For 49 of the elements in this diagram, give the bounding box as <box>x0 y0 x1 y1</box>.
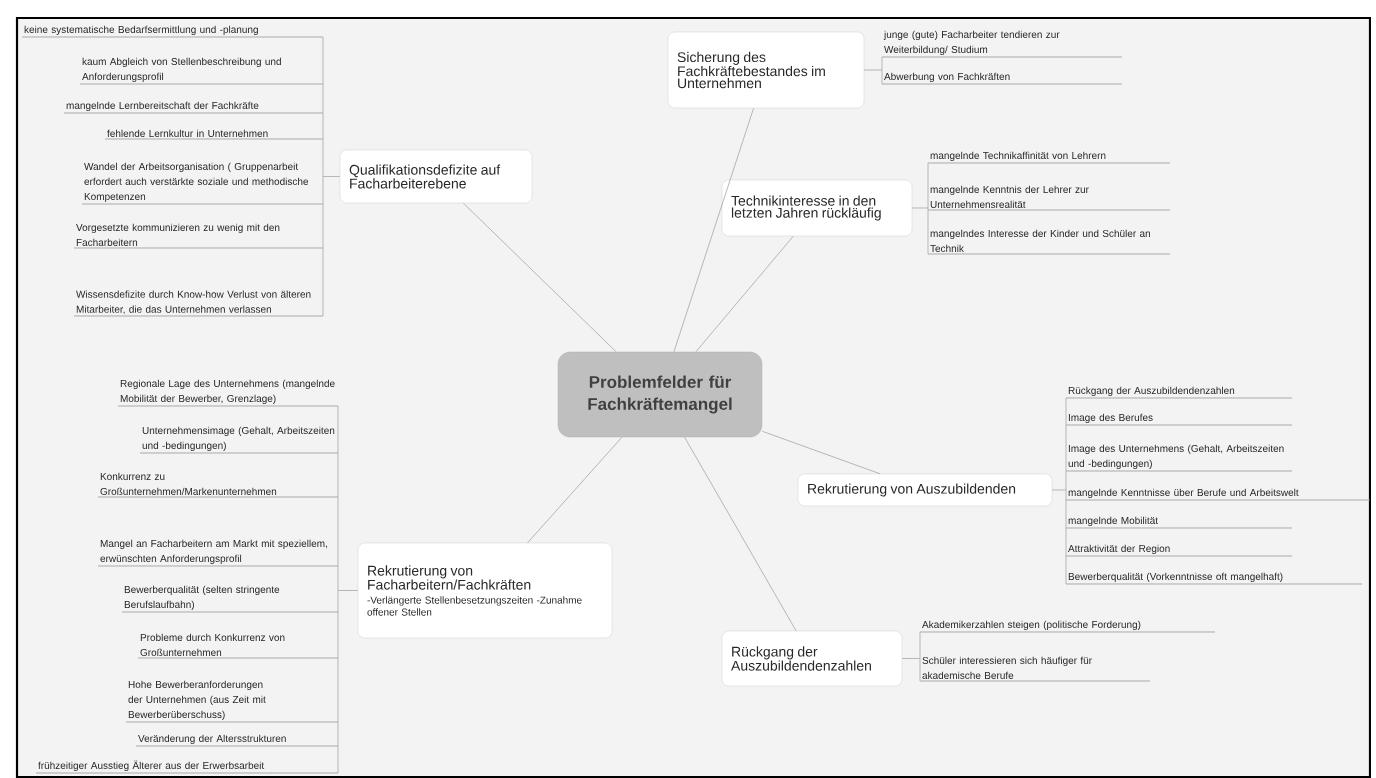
underlined-subtopic: Mangel an Facharbeitern am Markt mit speziellem, erwünschten Anforderungsprofil <box>97 539 339 567</box>
underlined-subtopic: Image des Unternehmens (Gehalt, Arbeitszeiten und -bedingungen) <box>1065 444 1293 472</box>
topic-box: Rekrutierung von Auszubildenden <box>797 473 1053 507</box>
branch-line <box>901 631 921 682</box>
underlined-subtopic: Image des Berufes <box>1065 413 1293 426</box>
underlined-subtopic: Akademikerzahlen steigen (politische Forderung) <box>919 620 1216 633</box>
branch-line <box>863 56 883 85</box>
underlined-subtopic: Attraktivität der Region <box>1065 544 1293 557</box>
branch-line <box>695 235 794 353</box>
branch-line <box>322 36 341 317</box>
branch-line <box>673 107 755 353</box>
underlined-subtopic: Veränderung der Altersstrukturen <box>135 734 339 747</box>
underlined-subtopic: keine systematische Bedarfsermittlung und -planung <box>21 25 324 38</box>
underlined-subtopic: Hohe Bewerberanforderungen der Unternehmen (aus Zeit mit Bewerberüberschuss) <box>125 680 339 723</box>
branch-line <box>911 162 929 255</box>
underlined-subtopic: Probleme durch Konkurrenz von Großunternehmen <box>137 633 339 659</box>
topic-box: Qualifikationsdefizite auf Facharbeiterebene <box>339 149 533 204</box>
branch-line <box>337 405 359 774</box>
underlined-subtopic: fehlende Lernkultur in Unternehmen <box>104 129 324 140</box>
topic-box: Technikinteresse in den letzten Jahren rückläufig <box>721 179 913 237</box>
underlined-subtopic: Rückgang der Auszubildendenzahlen <box>1065 386 1293 399</box>
underlined-subtopic: mangelnde Lernbereitschaft der Fachkräfte <box>63 101 324 114</box>
branch-line <box>684 436 797 632</box>
topic-box: Rekrutierung von Facharbeitern/Fachkräften -Verlängerte Stellenbesetzungszeiten -Zunahme offener Stellen <box>357 542 613 639</box>
underlined-subtopic: Unternehmensimage (Gehalt, Arbeitszeiten und -bedingungen) <box>139 426 339 454</box>
underlined-subtopic: mangelnde Technikaffinität von Lehrern <box>927 151 1171 164</box>
branch-line <box>761 430 881 475</box>
underlined-subtopic: Abwerbung von Fachkräften <box>881 72 1123 85</box>
branch-line <box>1051 397 1067 585</box>
branch-line <box>462 202 617 353</box>
underlined-subtopic: junge (gute) Facharbeiter tendieren zur Weiterbildung/ Studium <box>881 30 1123 58</box>
central-topic-box: Problemfelder für Fachkräftemangel <box>557 351 763 438</box>
underlined-subtopic: Regionale Lage des Unternehmens (mangelnde Mobilität der Bewerber, Grenzlage) <box>117 379 339 407</box>
underlined-subtopic: Wandel der Arbeitsorganisation ( Gruppenarbeit erfordert auch verstärkte soziale und methodische Kompetenzen <box>81 162 324 205</box>
underlined-subtopic: frühzeitiger Ausstieg Älterer aus der Erwerbsarbeit <box>35 760 339 774</box>
underlined-subtopic: Bewerberqualität (selten stringente Berufslaufbahn) <box>121 585 339 613</box>
underlined-subtopic: Schüler interessieren sich häufiger für akademische Berufe <box>919 656 1151 682</box>
underlined-subtopic: kaum Abgleich von Stellenbeschreibung und Anforderungsprofil <box>79 57 324 85</box>
underlined-subtopic: mangelnde Kenntnisse über Berufe und Arbeitswelt <box>1065 488 1371 501</box>
underlined-subtopic: Vorgesetzte kommunizieren zu wenig mit den Facharbeitern <box>73 223 324 249</box>
underlined-subtopic: mangelnde Kenntnis der Lehrer zur Unternehmensrealität <box>927 185 1171 211</box>
branch-line <box>527 436 623 544</box>
topic-box: Rückgang der Auszubildendenzahlen <box>721 630 903 687</box>
underlined-subtopic: mangelnde Mobilität <box>1065 516 1293 529</box>
underlined-subtopic: Bewerberqualität (Vorkenntnisse oft mangelhaft) <box>1065 572 1363 585</box>
underlined-subtopic: Konkurrenz zu Großunternehmen/Markenunternehmen <box>97 472 339 498</box>
underlined-subtopic: mangelndes Interesse der Kinder und Schüler an Technik <box>927 229 1171 255</box>
underlined-subtopic: Wissensdefizite durch Know-how Verlust von älteren Mitarbeiter, die das Unternehmen verlassen <box>73 290 324 317</box>
topic-box: Sicherung des Fachkräftebestandes im Unternehmen <box>667 31 865 109</box>
